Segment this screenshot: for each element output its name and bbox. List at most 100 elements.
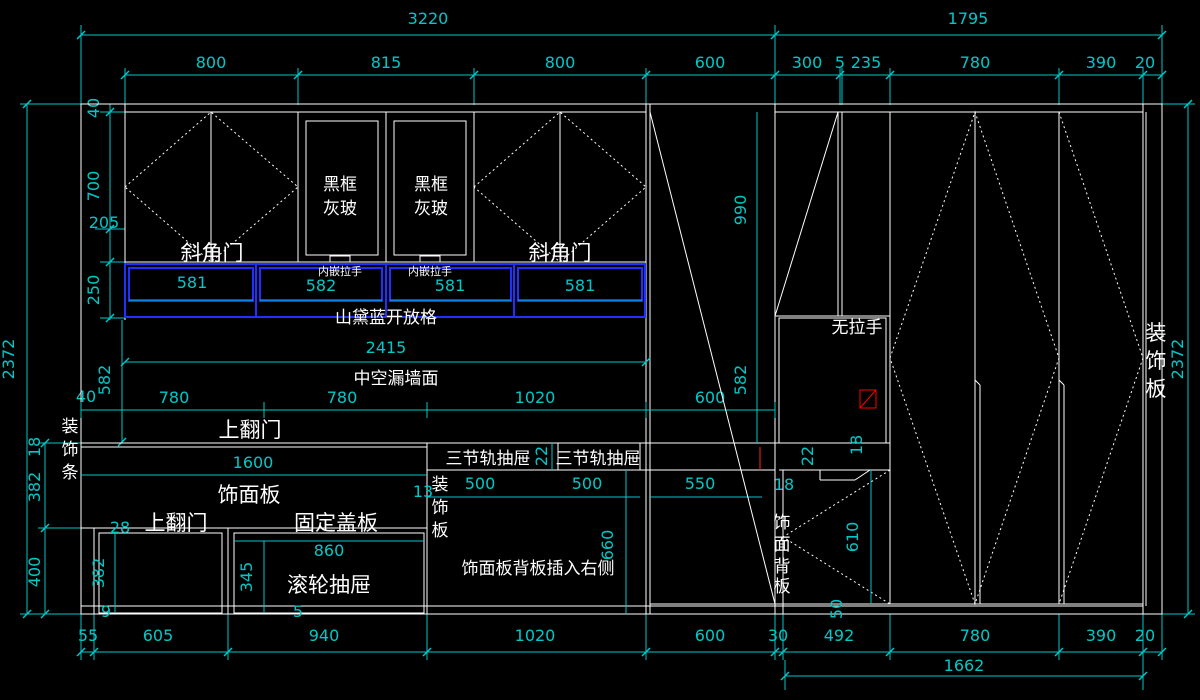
dim-top-800-a: 800 — [196, 53, 227, 72]
label-drawer-right: 三节轨抽屉 — [556, 449, 641, 469]
open-shelf-blue — [124, 263, 646, 318]
dim-18-b: 18 — [774, 475, 794, 494]
labels-lower: 上翻门 装 饰 条 饰面板 上翻门 固定盖板 滚轮抽屉 三节轨抽屉 三节轨抽屉 … — [62, 417, 641, 597]
dim-left-18: 18 — [25, 437, 44, 457]
top-total-dimension-chain: 3220 1795 — [76, 9, 1167, 105]
dim-bottom-605: 605 — [143, 626, 174, 645]
dim-top-300: 300 — [792, 53, 823, 72]
dim-shelf-581-b: 581 — [435, 276, 466, 295]
dim-left-205: 205 — [89, 213, 120, 232]
label-handle-right: 内嵌拉手 — [408, 264, 452, 278]
dim-bottom-390: 390 — [1086, 626, 1117, 645]
dim-open-shelf-2415: 2415 — [366, 338, 407, 357]
label-slanted-door-right: 斜角门 — [529, 241, 592, 265]
dim-left-28: 28 — [110, 518, 130, 537]
label-decor-panel-mid-1: 装 — [432, 475, 449, 495]
label-glass-left-1: 黑框 — [323, 175, 357, 195]
dim-left-5: 5 — [293, 602, 303, 621]
label-drawer-left: 三节轨抽屉 — [446, 449, 531, 469]
dim-582-right: 582 — [731, 365, 750, 396]
dim-left-height-total: 2372 — [0, 339, 18, 380]
label-trim-back-4: 板 — [774, 577, 791, 597]
dim-left-382: 382 — [25, 472, 44, 503]
lower-cabinet-structure — [81, 442, 890, 614]
upper-cabinet-left-door — [124, 111, 299, 263]
lower-inner-dimensions: 1600 500 500 550 860 345 382 28 9 5 13 6… — [81, 443, 762, 621]
label-fixed-cover: 固定盖板 — [294, 511, 378, 535]
wardrobe-doors-right — [889, 110, 1144, 606]
dim-bottom-780: 780 — [960, 626, 991, 645]
label-decor-strip-2: 饰 — [62, 440, 79, 460]
dim-top-total-right: 1795 — [948, 9, 989, 28]
dim-bottom-492: 492 — [824, 626, 855, 645]
dim-right-height-total: 2372 — [1168, 339, 1187, 380]
dim-shelf-582: 582 — [306, 276, 337, 295]
dim-660: 660 — [598, 530, 617, 561]
label-open-shelf: 山黛蓝开放格 — [335, 308, 437, 328]
dim-top-235: 235 — [851, 53, 882, 72]
shelf-cell-dimensions: 581 582 581 581 — [129, 273, 642, 301]
dim-top-5: 5 — [835, 53, 845, 72]
label-glass-left-2: 灰玻 — [323, 199, 357, 219]
dim-roller-860: 860 — [314, 541, 345, 560]
label-decor-panel-mid-2: 饰 — [432, 498, 449, 518]
right-total-height-dimension: 2372 — [1160, 99, 1195, 619]
bottom-segment-dimension-chain: 55 605 940 1020 600 30 492 780 390 20 — [76, 614, 1167, 660]
tall-cabinet-600: 990 582 — [649, 111, 776, 605]
label-back-panel-note: 饰面板背板插入右侧 — [462, 559, 615, 579]
dim-50: 50 — [827, 599, 846, 619]
label-no-handle: 无拉手 — [832, 318, 883, 338]
dim-mid-780-a: 780 — [159, 388, 190, 407]
dim-shelf-581-a: 581 — [177, 273, 208, 292]
cabinet-outline — [80, 103, 1163, 615]
dim-bottom-600: 600 — [695, 626, 726, 645]
label-decor-panel-right-3: 板 — [1146, 377, 1167, 401]
red-marker — [859, 389, 877, 409]
dim-left-582: 582 — [95, 365, 114, 396]
dim-mid-1020: 1020 — [515, 388, 556, 407]
label-flip-door-bottom: 上翻门 — [145, 511, 208, 535]
dim-left-400: 400 — [25, 557, 44, 588]
mid-dimension-chain: 780 780 1020 600 — [80, 388, 776, 418]
dim-bottom-55: 55 — [78, 626, 98, 645]
dim-mid-780-b: 780 — [327, 388, 358, 407]
dim-22-a: 22 — [532, 446, 551, 466]
dim-left-9: 9 — [101, 602, 111, 621]
dim-top-total-left: 3220 — [408, 9, 449, 28]
dim-bottom-30: 30 — [768, 626, 788, 645]
left-stack-dimension-chain: 40 700 205 250 582 40 18 382 400 — [25, 98, 127, 619]
dim-drawer-500-a: 500 — [465, 474, 496, 493]
dim-left-40-top: 40 — [84, 98, 103, 118]
label-slanted-door-left: 斜角门 — [181, 241, 244, 265]
label-glass-right-2: 灰玻 — [414, 199, 448, 219]
label-flip-door-top: 上翻门 — [219, 418, 282, 442]
label-trim-back-2: 面 — [774, 535, 791, 555]
dim-top-780: 780 — [960, 53, 991, 72]
label-decor-strip-1: 装 — [62, 417, 79, 437]
label-trim-panel: 饰面板 — [218, 483, 281, 507]
dim-top-800-b: 800 — [545, 53, 576, 72]
label-hollow-wall: 中空漏墙面 — [354, 369, 439, 389]
dim-drawer-500-b: 500 — [572, 474, 603, 493]
hollow-wall-zone: 2415 — [120, 338, 651, 367]
dim-panel-1600: 1600 — [233, 453, 274, 472]
label-handle-left: 内嵌拉手 — [318, 264, 362, 278]
dim-roller-345: 345 — [237, 562, 256, 593]
left-total-height-dimension: 2372 — [0, 99, 82, 619]
tall-cabinet-right-narrow: 610 50 18 22 18 — [774, 111, 891, 619]
label-decor-panel-right-2: 饰 — [1146, 349, 1167, 373]
dim-990: 990 — [731, 195, 750, 226]
dim-22-b: 22 — [798, 446, 817, 466]
label-decor-panel-right-1: 装 — [1146, 321, 1167, 345]
dim-left-40-mid: 40 — [76, 387, 96, 406]
bottom-total-dimension: 1662 — [780, 656, 1148, 690]
labels-right: 无拉手 饰 面 背 板 装 饰 板 — [774, 318, 1167, 597]
dim-18-a: 18 — [847, 435, 866, 455]
dim-bottom-940: 940 — [309, 626, 340, 645]
dim-top-390: 390 — [1086, 53, 1117, 72]
dim-left-250: 250 — [84, 275, 103, 306]
dim-top-815: 815 — [371, 53, 402, 72]
dim-left-700: 700 — [84, 171, 103, 202]
